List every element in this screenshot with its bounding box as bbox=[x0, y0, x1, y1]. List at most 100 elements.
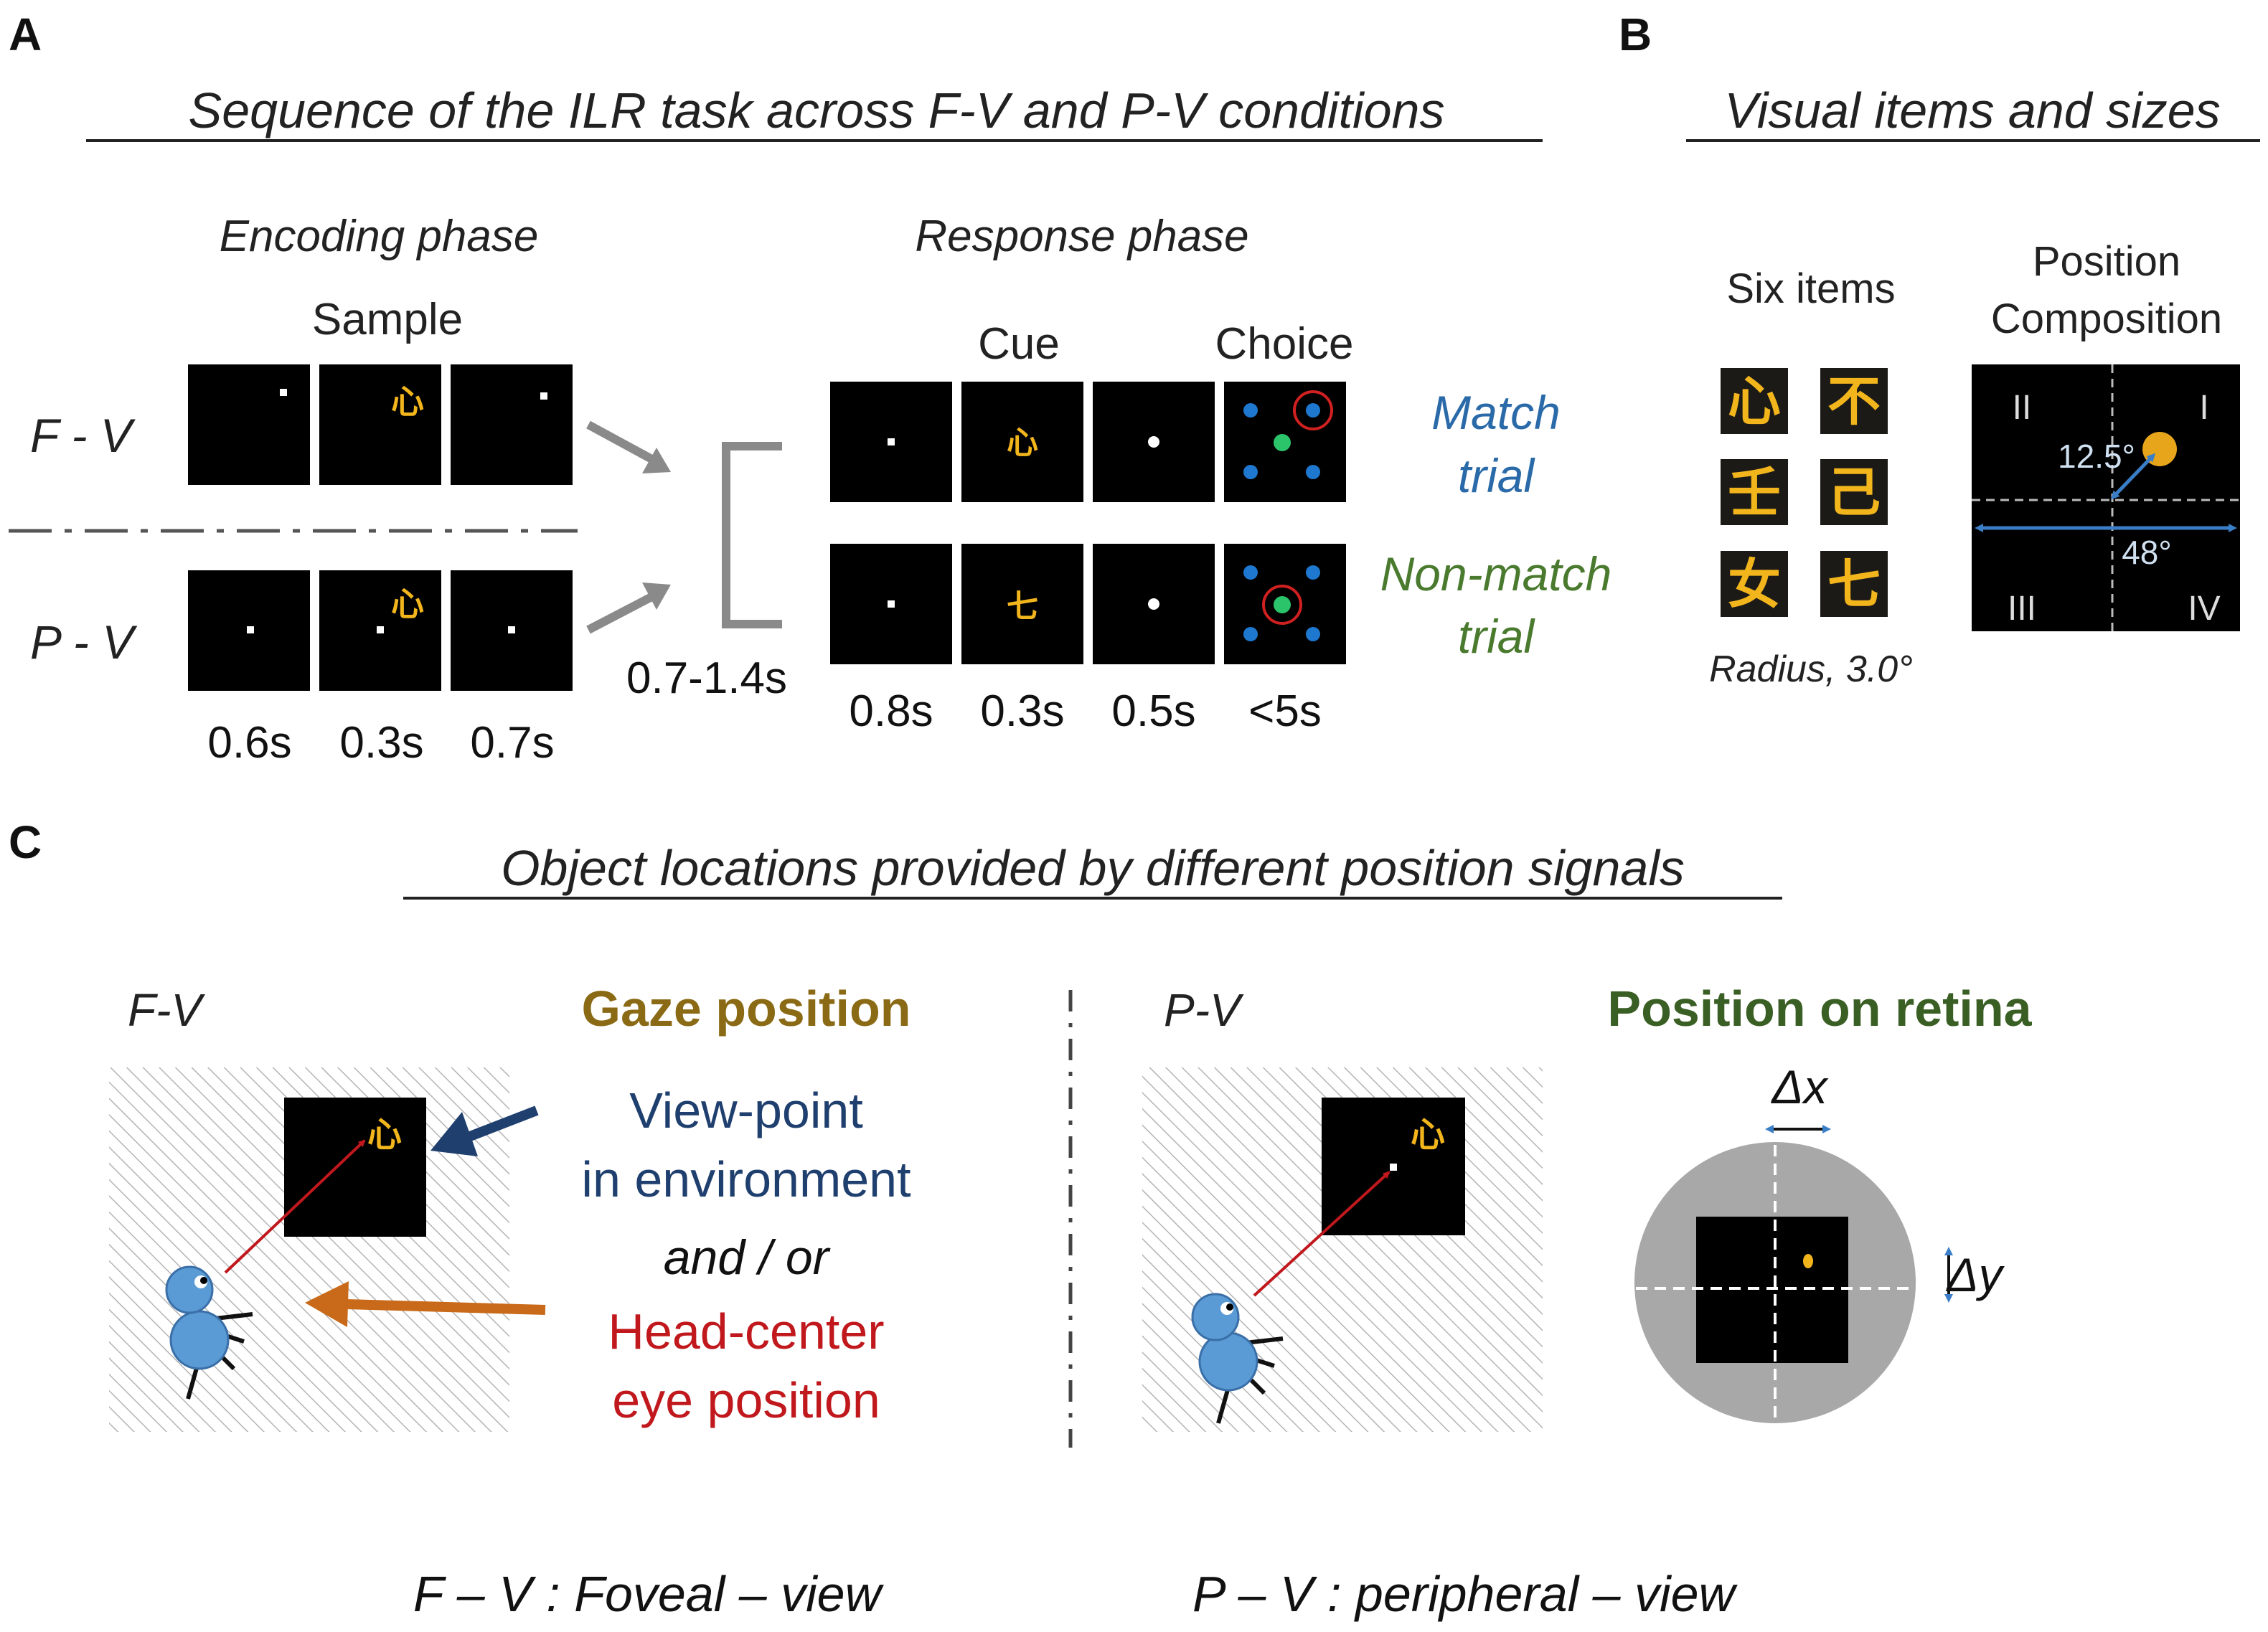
panel-c-title: Object locations provided by different p… bbox=[501, 840, 1685, 896]
pv-sample-glyph: 心 bbox=[391, 585, 424, 623]
match-cue-glyph: 心 bbox=[1007, 425, 1038, 461]
fv-fixation-screen bbox=[188, 364, 310, 485]
nonmatch-trial-label-1: Non-match bbox=[1380, 547, 1612, 600]
delay-time: 0.7-1.4s bbox=[626, 654, 787, 703]
quadrant-ii: II bbox=[2013, 389, 2032, 427]
panel-b: B Visual items and sizes Six items 心 不 壬… bbox=[1619, 9, 2260, 690]
pv-scene-label: P-V bbox=[1164, 984, 1244, 1036]
headcenter-label-1: Head-center bbox=[608, 1303, 884, 1359]
quadrant-iv: IV bbox=[2188, 590, 2220, 628]
pv-row-label: P - V bbox=[30, 615, 138, 669]
viewpoint-arrow bbox=[430, 1105, 539, 1156]
pv-delay-dot bbox=[508, 626, 515, 633]
panel-b-letter: B bbox=[1619, 9, 1652, 60]
width-label: 48° bbox=[2122, 534, 2172, 571]
pv-observer bbox=[1191, 1293, 1284, 1424]
response-time-1: 0.8s bbox=[849, 687, 933, 736]
panel-a: A Sequence of the ILR task across F-V an… bbox=[9, 9, 1611, 768]
panel-c-letter: C bbox=[9, 816, 42, 868]
fv-sample-glyph: 心 bbox=[391, 383, 424, 420]
match-choice-dot-tr bbox=[1306, 403, 1320, 418]
match-trial-label-2: trial bbox=[1458, 449, 1536, 502]
encoding-phase-label: Encoding phase bbox=[220, 212, 539, 261]
match-delay-dot bbox=[1148, 436, 1159, 448]
fv-gaze-line bbox=[224, 1139, 366, 1274]
retina-position-label: Position on retina bbox=[1607, 981, 2032, 1037]
pv-fixation-dot bbox=[247, 626, 254, 633]
encoding-time-1: 0.6s bbox=[207, 718, 291, 768]
pv-observer-pupil bbox=[1226, 1303, 1233, 1311]
item-glyph-6: 七 bbox=[1827, 555, 1881, 614]
quadrant-i: I bbox=[2199, 389, 2208, 427]
match-fixation-dot bbox=[888, 438, 895, 445]
fv-row-label: F - V bbox=[30, 409, 136, 462]
viewpoint-label-2: in environment bbox=[581, 1151, 911, 1207]
trial-bracket bbox=[722, 442, 782, 628]
fv-display-screen bbox=[284, 1098, 426, 1237]
item-glyph-4: 己 bbox=[1827, 463, 1881, 522]
nonmatch-delay-dot bbox=[1148, 598, 1159, 610]
match-cue-screen bbox=[961, 382, 1083, 502]
pv-observer-body bbox=[1198, 1331, 1258, 1392]
fv-delay-screen bbox=[451, 364, 573, 485]
nonmatch-fixation-dot bbox=[888, 600, 895, 608]
fv-fixation-dot bbox=[280, 389, 287, 396]
position-label-2: Composition bbox=[1991, 296, 2222, 342]
eccentricity-arrow bbox=[2110, 453, 2156, 500]
item-glyph-5: 女 bbox=[1728, 555, 1781, 614]
panel-b-title: Visual items and sizes bbox=[1724, 82, 2220, 138]
sample-label: Sample bbox=[312, 295, 463, 344]
fv-delay-dot bbox=[540, 392, 547, 400]
position-label-1: Position bbox=[2033, 238, 2180, 285]
match-choice-dot-br bbox=[1306, 465, 1320, 479]
fv-observer-head bbox=[165, 1265, 214, 1314]
pv-definition: P – V : peripheral – view bbox=[1192, 1566, 1738, 1622]
eccentricity-label: 12.5° bbox=[2058, 438, 2135, 475]
item-tile-1 bbox=[1721, 368, 1788, 434]
match-choice-dot-bl bbox=[1243, 465, 1258, 479]
nonmatch-cue-glyph: 七 bbox=[1007, 589, 1038, 624]
item-glyph-1: 心 bbox=[1728, 372, 1781, 431]
headcenter-arrow bbox=[305, 1281, 546, 1327]
nonmatch-choice-dot-bl bbox=[1243, 627, 1258, 641]
gaze-position-label: Gaze position bbox=[582, 981, 911, 1037]
pv-to-response-arrow bbox=[586, 582, 671, 634]
panel-a-title: Sequence of the ILR task across F-V and … bbox=[189, 82, 1445, 138]
response-time-2: 0.3s bbox=[980, 687, 1064, 736]
nonmatch-cue-screen bbox=[961, 544, 1083, 664]
delta-x-label: Δx bbox=[1770, 1060, 1828, 1113]
match-choice-dot-tl bbox=[1243, 403, 1258, 418]
viewpoint-label-1: View-point bbox=[629, 1083, 863, 1138]
match-trial-label-1: Match bbox=[1431, 386, 1561, 439]
response-time-3: 0.5s bbox=[1111, 687, 1195, 736]
response-time-4: <5s bbox=[1248, 687, 1322, 736]
nonmatch-choice-center-dot bbox=[1274, 596, 1291, 613]
item-tile-3 bbox=[1721, 459, 1788, 525]
response-phase-label: Response phase bbox=[915, 212, 1248, 261]
pv-display-glyph: 心 bbox=[1411, 1116, 1445, 1154]
item-tile-5 bbox=[1721, 551, 1788, 617]
item-glyph-2: 不 bbox=[1827, 372, 1881, 431]
fv-display-glyph: 心 bbox=[367, 1116, 402, 1154]
six-items-label: Six items bbox=[1726, 265, 1895, 312]
headcenter-label-2: eye position bbox=[612, 1372, 880, 1428]
fv-observer-pupil bbox=[200, 1277, 207, 1284]
panel-c: C Object locations provided by different… bbox=[9, 816, 2033, 1622]
fv-to-response-arrow bbox=[586, 420, 671, 473]
item-tile-6 bbox=[1820, 551, 1888, 617]
quadrant-iii: III bbox=[2008, 590, 2036, 628]
pv-gaze-line bbox=[1253, 1171, 1391, 1297]
choice-label: Choice bbox=[1215, 319, 1354, 369]
encoding-time-3: 0.7s bbox=[470, 718, 554, 768]
item-glyph-3: 壬 bbox=[1728, 463, 1781, 522]
radius-label: Radius, 3.0° bbox=[1709, 648, 1913, 690]
nonmatch-trial-label-2: trial bbox=[1458, 610, 1536, 663]
match-choice-selection-ring bbox=[1293, 390, 1333, 430]
panel-a-letter: A bbox=[9, 9, 42, 60]
fv-definition: F – V : Foveal – view bbox=[413, 1566, 885, 1622]
fv-sample-screen bbox=[319, 364, 441, 485]
fv-observer bbox=[165, 1265, 253, 1400]
fv-scene-label: F-V bbox=[128, 984, 205, 1036]
position-composition-screen bbox=[1972, 364, 2240, 631]
